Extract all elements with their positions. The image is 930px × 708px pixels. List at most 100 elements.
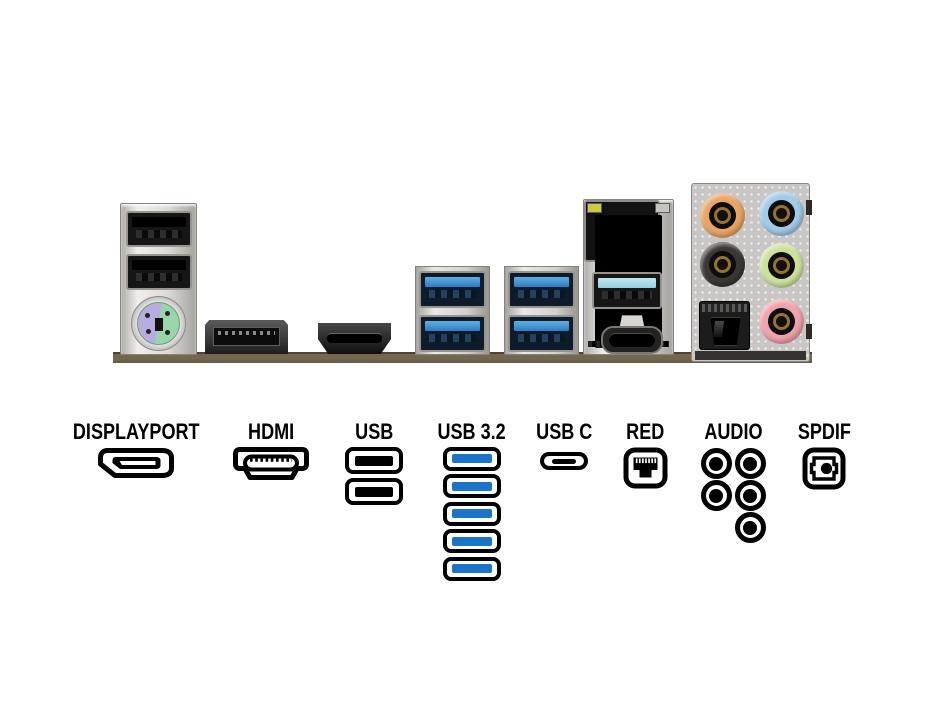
legend-label-red: RED	[625, 419, 665, 444]
photo-usb3-port-1	[419, 271, 486, 308]
usb-slot	[514, 321, 569, 331]
legend-item-displayport: DISPLAYPORT	[56, 421, 216, 478]
audio-jack-dot	[743, 456, 757, 471]
legend-item-usb: USB	[314, 421, 434, 505]
usb32-icon-bar	[452, 564, 492, 573]
usb32-a-icon	[443, 474, 501, 498]
jack-brass	[714, 207, 731, 224]
audio-jack-pink	[759, 299, 804, 344]
audio-icon-cluster	[700, 448, 766, 545]
ethernet-icon	[623, 447, 668, 489]
audio-jack-icon	[734, 448, 766, 479]
usb32-a-icon	[443, 529, 501, 553]
usb32-a-icon	[443, 556, 501, 581]
usb-pins	[602, 291, 652, 299]
lan-led-right	[655, 203, 670, 213]
photo-usb2-port-2	[126, 254, 192, 290]
audio-clip	[806, 324, 812, 339]
audio-jack-orange	[700, 193, 745, 238]
usb-slot	[425, 277, 480, 287]
pcb-strip	[113, 352, 812, 363]
jack-brass	[773, 313, 790, 330]
usb-a-icon	[345, 478, 403, 505]
usb-slot	[598, 278, 656, 288]
usb-pins	[136, 230, 182, 238]
usb32-icon-bar	[452, 481, 492, 491]
audio-jack-icon	[734, 480, 766, 511]
legend-item-spdif: SPDIF	[764, 421, 884, 490]
lan-led-left	[587, 203, 602, 213]
legend-label-hdmi: HDMI	[247, 419, 295, 444]
usb32-icon-stack	[443, 443, 501, 581]
usb-icon-stack	[345, 443, 403, 505]
usb-pins	[518, 290, 565, 298]
usb-pins	[429, 334, 476, 342]
photo-usb3-port-4	[508, 315, 575, 352]
ps2-pin	[146, 329, 151, 334]
ps2-pin	[165, 330, 170, 335]
audio-jack-dot	[743, 520, 757, 535]
photo-usb-c-port	[601, 326, 663, 354]
legend-label-displayport: DISPLAYPORT	[72, 419, 200, 444]
audio-jack-dot	[709, 488, 723, 503]
hdmi-icon	[233, 447, 309, 481]
jack-brass	[714, 256, 731, 273]
photo-hdmi	[318, 323, 391, 354]
audio-block-base	[695, 351, 806, 360]
photo-usb3-port-2	[419, 315, 486, 352]
audio-jack-black	[700, 242, 745, 287]
photo-usb3-port-3	[508, 271, 575, 308]
ps2-key	[154, 317, 163, 331]
usb-pins	[518, 334, 565, 342]
legend-item-hdmi: HDMI	[211, 421, 331, 481]
usb32-icon-bar	[452, 454, 492, 463]
audio-jack-dot	[743, 488, 757, 503]
audio-jack-lightblue	[759, 191, 804, 236]
legend-label-usbc: USB C	[535, 419, 593, 444]
legend-item-usb32: USB 3.2	[412, 421, 532, 581]
photo-usb3-gen2-port	[592, 272, 662, 309]
usb32-icon-bar	[452, 536, 492, 546]
usb-pins	[429, 290, 476, 298]
audio-jack-icon	[700, 448, 732, 479]
jack-brass	[773, 257, 790, 274]
legend-item-usbc: USB C	[504, 421, 624, 470]
usb-c-icon-bar	[552, 458, 576, 464]
spdif-icon	[802, 447, 846, 490]
photo-displayport	[205, 320, 288, 354]
legend-item-audio: AUDIO	[673, 421, 793, 545]
jack-brass	[773, 205, 790, 222]
dp-pins	[218, 331, 275, 335]
usb-a-icon	[345, 447, 403, 474]
usb-a-icon-bar	[355, 455, 393, 466]
photo-usb2-port-1	[126, 211, 192, 247]
usb32-icon-bar	[452, 509, 492, 518]
audio-clip	[806, 200, 812, 215]
usb32-a-icon	[443, 446, 501, 471]
usb-slot	[132, 260, 186, 270]
usb-c-icon	[540, 452, 588, 470]
usb-slot	[425, 321, 480, 331]
usbc-slot	[609, 333, 655, 347]
spdif-ridge	[702, 304, 747, 312]
displayport-icon	[98, 448, 174, 478]
photo-audio-block	[691, 183, 812, 362]
audio-jack-green	[759, 243, 804, 288]
dp-slot	[213, 327, 280, 346]
usb32-a-icon	[443, 501, 501, 526]
usb-a-icon-bar	[355, 486, 393, 497]
ps2-pin	[145, 313, 150, 318]
ps2-pin	[165, 311, 170, 316]
usb-slot	[514, 277, 569, 287]
photo-ps2-combo-port	[131, 296, 186, 351]
legend-label-spdif: SPDIF	[797, 419, 851, 444]
usb-pins	[136, 273, 182, 281]
photo-ethernet-port	[584, 200, 670, 348]
hdmi-slot	[327, 333, 382, 343]
photo-spdif-port	[699, 301, 750, 350]
usb-slot	[132, 217, 186, 227]
legend-label-usb: USB	[354, 419, 394, 444]
legend-label-usb32: USB 3.2	[437, 419, 507, 444]
audio-jack-dot	[709, 456, 723, 471]
